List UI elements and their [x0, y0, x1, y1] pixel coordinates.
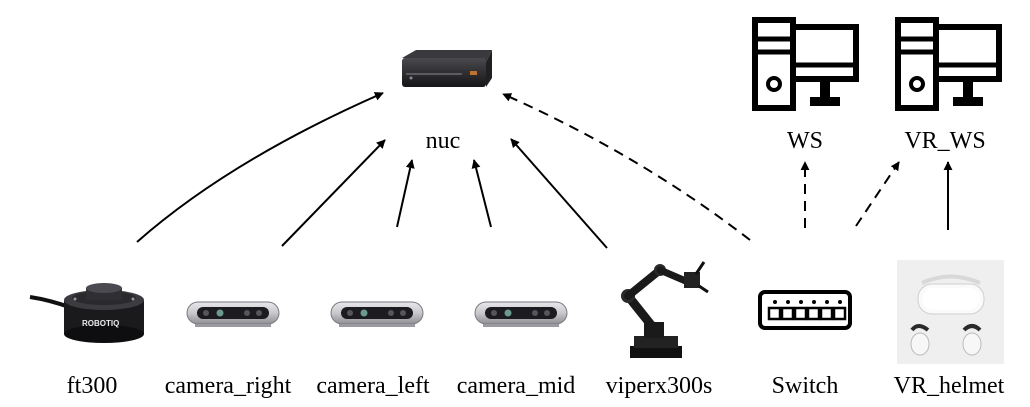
- edge-switch-vr-ws: [855, 161, 900, 227]
- vr-ws-label: VR_WS: [904, 128, 985, 154]
- force-torque-sensor-icon: ROBOTIQ: [29, 283, 144, 343]
- edge-camera-left-nuc: [396, 159, 415, 228]
- viperx300s-node: viperx300s: [606, 261, 713, 399]
- vr-helmet-node: VR_helmet: [894, 260, 1005, 399]
- ws-node: WS: [752, 17, 859, 154]
- desktop-computer-icon: [895, 17, 1002, 111]
- edges: [136, 92, 953, 249]
- switch-label: Switch: [772, 373, 839, 399]
- robotiq-logo: ROBOTIQ: [82, 319, 119, 328]
- camera-left-label: camera_left: [316, 373, 430, 399]
- edge-camera-right-nuc: [281, 139, 386, 247]
- nuc-label: nuc: [426, 128, 461, 154]
- camera-left-node: camera_left: [316, 301, 430, 399]
- mini-pc-icon: [402, 50, 492, 87]
- vr-helmet-label: VR_helmet: [894, 373, 1005, 399]
- desktop-computer-icon: [752, 17, 859, 111]
- depth-camera-icon: [330, 301, 424, 327]
- ft300-node: ROBOTIQ ft300: [29, 283, 144, 399]
- robot-arm-icon: [621, 261, 709, 358]
- camera-mid-label: camera_mid: [457, 373, 576, 399]
- edge-camera-mid-nuc: [471, 159, 492, 228]
- edge-ft300-nuc: [136, 92, 384, 243]
- camera-mid-node: camera_mid: [457, 301, 576, 399]
- vr-ws-node: VR_WS: [895, 17, 1002, 154]
- camera-right-node: camera_right: [165, 301, 292, 399]
- network-switch-icon: [758, 290, 852, 330]
- ft300-label: ft300: [67, 373, 118, 399]
- ws-label: WS: [787, 128, 823, 154]
- viperx300s-label: viperx300s: [606, 373, 713, 399]
- switch-node: Switch: [758, 290, 852, 399]
- depth-camera-icon: [186, 301, 280, 327]
- nuc-node: nuc: [402, 50, 492, 154]
- edge-switch-nuc: [502, 93, 751, 241]
- depth-camera-icon: [474, 301, 568, 327]
- vr-headset-icon: [897, 260, 1004, 364]
- edge-viperx300s-nuc: [510, 138, 608, 249]
- camera-right-label: camera_right: [165, 373, 292, 399]
